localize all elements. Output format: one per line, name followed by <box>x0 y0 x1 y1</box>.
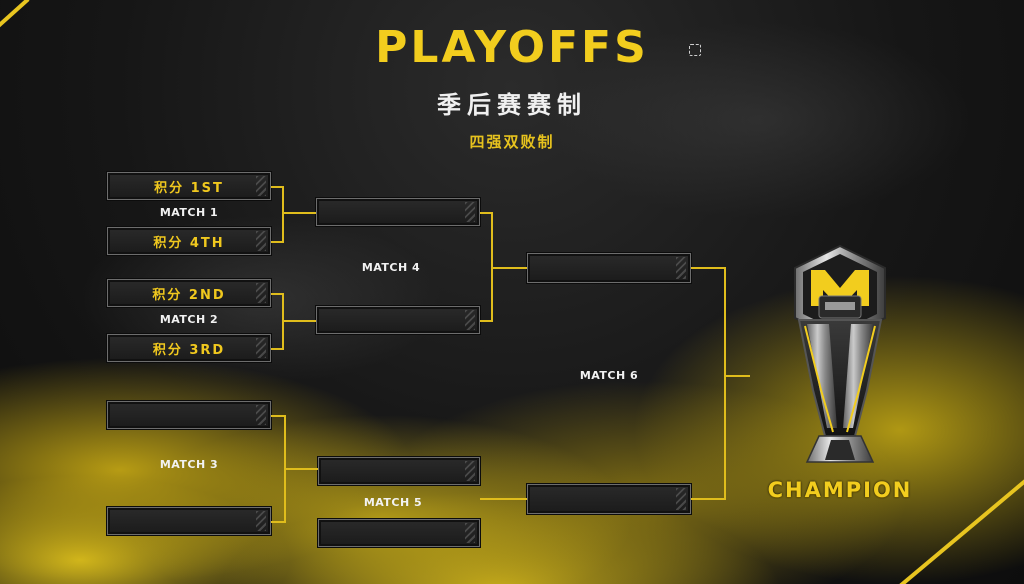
champion-label: CHAMPION <box>767 478 913 502</box>
bracket-line <box>271 521 285 523</box>
seed-3rd-label: 积分 3RD <box>152 342 226 358</box>
slot-match-3-bottom <box>107 507 271 535</box>
match-5-label: MATCH 5 <box>363 496 423 509</box>
focus-corners-icon <box>689 44 701 56</box>
slot-seed-1st: 积分 1ST <box>107 172 271 200</box>
bracket-line <box>282 320 316 322</box>
slot-match-6-bottom <box>527 484 691 514</box>
match-6-label: MATCH 6 <box>579 369 639 382</box>
bracket-line <box>691 267 725 269</box>
seed-1st-label: 积分 1ST <box>154 180 224 196</box>
bracket-line <box>480 212 492 214</box>
bracket-line <box>271 415 285 417</box>
trophy-icon <box>794 244 886 463</box>
slot-seed-4th: 积分 4TH <box>107 227 271 255</box>
seed-4th-label: 积分 4TH <box>153 235 225 251</box>
bracket-line <box>724 375 750 377</box>
slot-match-5-bottom <box>318 519 480 547</box>
slot-seed-2nd: 积分 2ND <box>107 279 271 307</box>
slot-match-4-top <box>316 198 480 226</box>
bracket-line <box>271 348 283 350</box>
format-label: 四强双败制 <box>469 133 555 151</box>
page-title: PLAYOFFS <box>375 22 649 73</box>
match-4-label: MATCH 4 <box>361 261 421 274</box>
slot-match-3-top <box>107 401 271 429</box>
page-subtitle: 季后赛赛制 <box>437 91 587 119</box>
slot-match-4-bottom <box>316 306 480 334</box>
slot-match-6-top <box>527 253 691 283</box>
seed-2nd-label: 积分 2ND <box>152 287 226 303</box>
match-3-label: MATCH 3 <box>159 458 219 471</box>
bracket-line <box>284 468 318 470</box>
bracket-line <box>271 186 283 188</box>
bracket-line <box>271 241 283 243</box>
bracket-line <box>282 186 284 243</box>
bracket-line <box>691 498 725 500</box>
bracket-line <box>491 267 527 269</box>
bracket-line <box>271 293 283 295</box>
bracket-line <box>480 320 492 322</box>
slot-seed-3rd: 积分 3RD <box>107 334 271 362</box>
match-2-label: MATCH 2 <box>159 313 219 326</box>
match-1-label: MATCH 1 <box>159 206 219 219</box>
slot-match-5-top <box>318 457 480 485</box>
bracket-line <box>282 212 316 214</box>
bracket-line <box>480 498 527 500</box>
bracket-line <box>724 267 726 500</box>
